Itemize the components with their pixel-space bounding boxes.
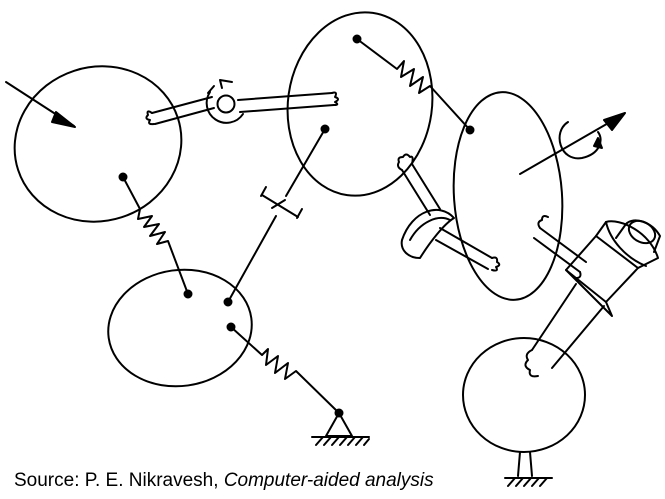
spherical-joint-body1-body3 [146,80,338,124]
cylindrical-joint-shaft [525,216,660,376]
spring-body2-ground [228,324,343,417]
body-4-right [447,88,569,303]
damper-body2-body3 [225,126,329,306]
applied-torque-arrow [520,113,625,174]
ground-support-left [312,413,369,445]
source-caption: Source: P. E. Nikravesh, Computer-aided … [14,470,434,492]
external-force-arrow [6,82,75,127]
revolute-joint-body3-body4 [398,155,499,271]
body-3-top-center [276,3,444,205]
spring-body3-body4 [354,36,474,134]
body-1-upper-left [0,45,202,243]
spring-body1-body2 [120,174,192,298]
caption-prefix: Source: P. E. Nikravesh, [14,470,224,491]
body-2-lower-left [101,261,260,396]
caption-title: Computer-aided analysis [223,470,434,491]
body-5-bottom-right [463,338,585,452]
ground-support-right [505,452,552,486]
